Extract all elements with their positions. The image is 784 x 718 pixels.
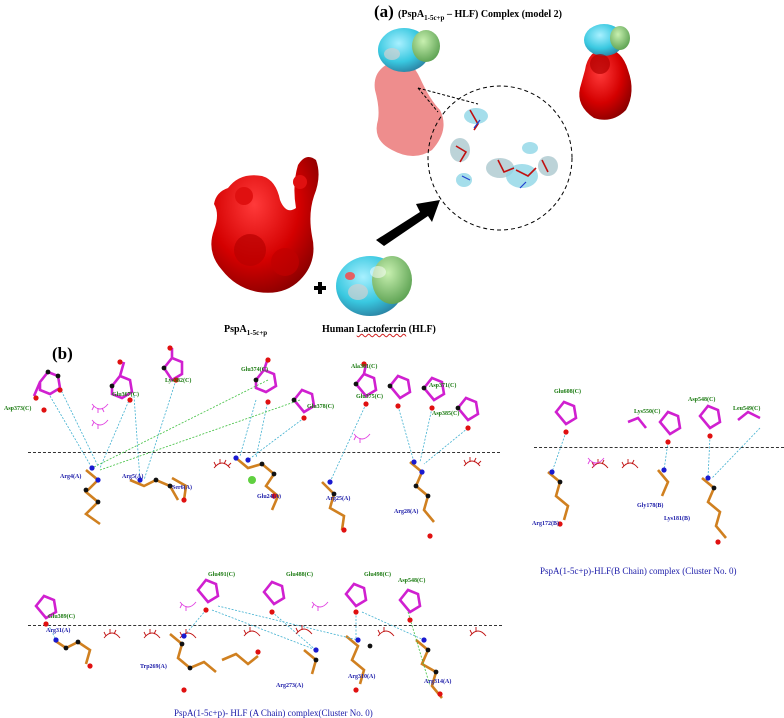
residue-label: Glu488(C) (286, 572, 313, 578)
caption-a-chain: PspA(1-5c+p)- HLF (A Chain) complex(Clus… (174, 708, 373, 718)
residue-label: Glu608(C) (554, 389, 581, 395)
residue-label: Arg172(B) (532, 521, 559, 527)
residue-label: Arg25(A) (326, 496, 351, 502)
residue-label: Lys550(C) (634, 409, 661, 415)
residue-label: Arg4(A) (60, 474, 82, 480)
arrow-icon (376, 200, 440, 246)
interface-line-top (28, 452, 500, 453)
residue-label: Arg28(A) (394, 509, 419, 515)
pspa-protein-image (211, 156, 319, 293)
complex-model-image (374, 28, 444, 156)
pspa-label: PspA1-5c+p (224, 324, 268, 337)
interface-line-b-chain (534, 447, 784, 448)
panel-a-label: (a) (374, 2, 394, 21)
residue-label: Ala381(C) (351, 364, 378, 370)
atom-dots (33, 345, 721, 697)
residue-label: Ser6(A) (172, 485, 192, 491)
hlf-protein-image (336, 256, 412, 316)
residue-label: Asp371(C) (429, 383, 457, 389)
interface-zoom-circle (427, 85, 573, 231)
residue-label: Asp548(C) (398, 578, 426, 584)
residue-label: Arg314(A) (424, 679, 452, 685)
complex-model-right-image (579, 24, 632, 120)
residue-label: Arg310(A) (348, 674, 376, 680)
residue-label: Glu378(C) (307, 404, 334, 410)
panel-a-graphics (211, 24, 632, 316)
residue-label: Lys382(C) (165, 378, 192, 384)
caption-b-chain: PspA(1-5c+p)-HLF(B Chain) complex (Clust… (540, 566, 737, 576)
residue-label: Asp385(C) (432, 411, 460, 417)
residue-label: Asp373(C) (4, 406, 32, 412)
panel-b-label: (b) (52, 344, 73, 363)
residue-label: Glu374(C) (241, 367, 268, 373)
residue-label: Arg31(A) (46, 628, 71, 634)
residue-label: Glu389(C) (48, 614, 75, 620)
interface-line-bottom (28, 625, 502, 626)
residue-label: Asp548(C) (688, 397, 716, 403)
residue-label: Trp269(A) (140, 664, 167, 670)
residue-label: Glu24(A) (257, 494, 281, 500)
residue-label: Lys181(B) (664, 516, 691, 522)
complex-title: (PspA1-5c+p – HLF) Complex (model 2) (398, 9, 562, 22)
residue-label: Arg5(A) (122, 474, 144, 480)
residue-label: Glu491(C) (208, 572, 235, 578)
residue-label: Leu549(C) (733, 406, 761, 412)
hlf-label: Human Lactoferrin (HLF) (322, 324, 436, 335)
residue-label: Arg273(A) (276, 683, 304, 689)
residue-label: Gly178(B) (637, 503, 664, 509)
residue-label: Glu375(C) (356, 394, 383, 400)
residue-label: Glu498(C) (364, 572, 391, 578)
residue-label: Glu367(C) (112, 392, 139, 398)
